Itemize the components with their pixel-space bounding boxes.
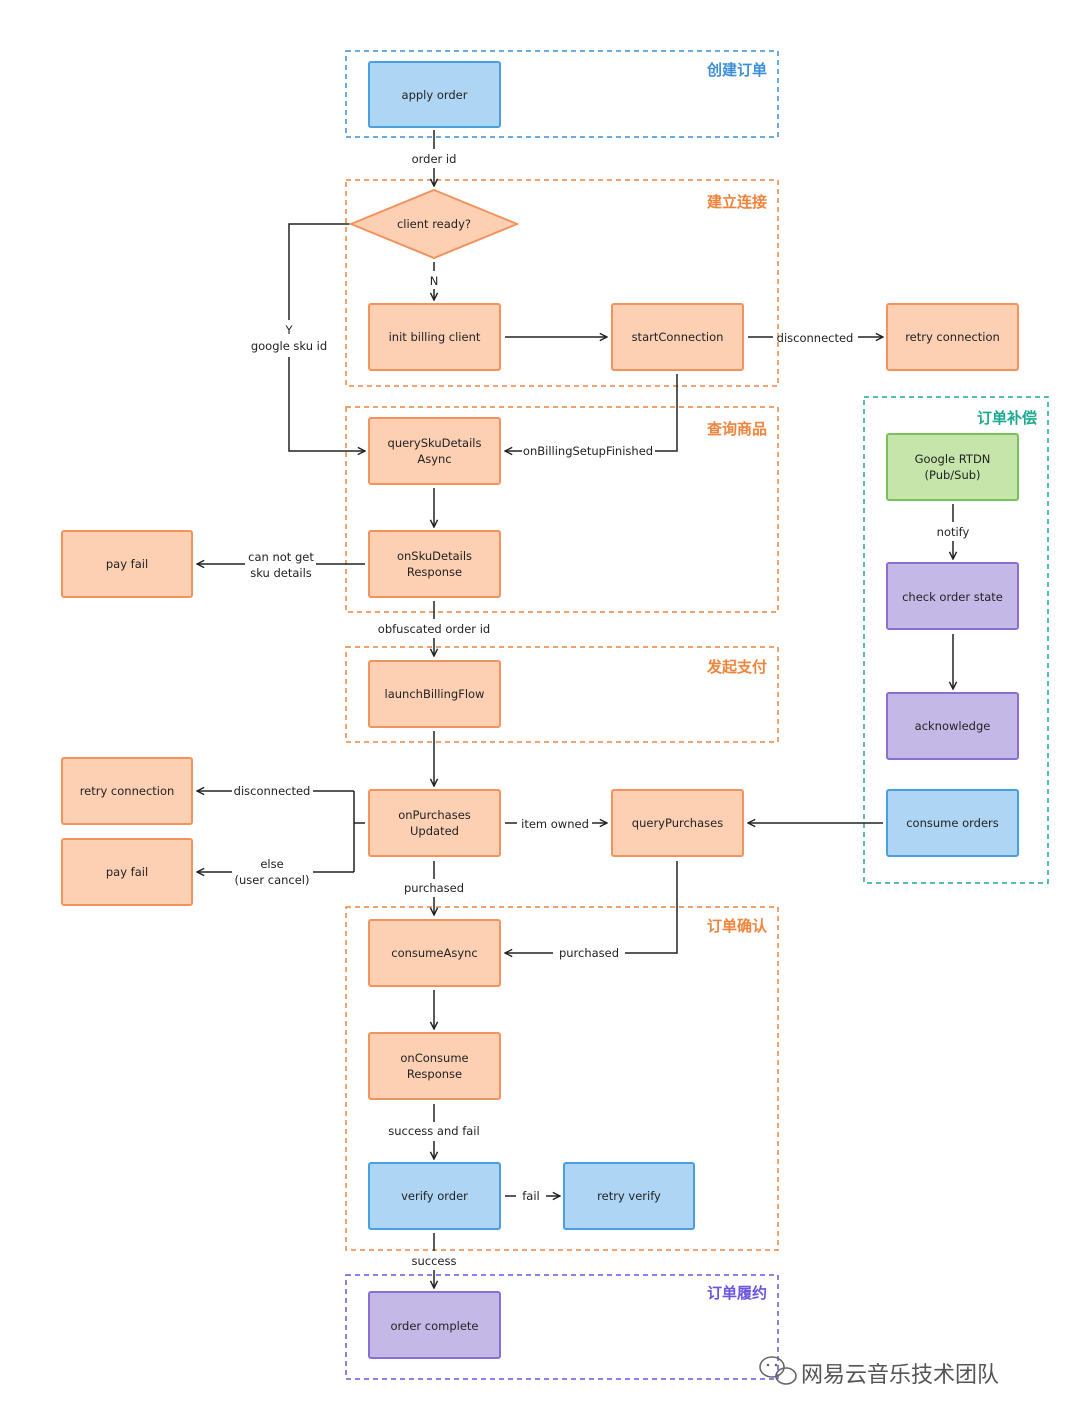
edge-querypurchases-to-consume-a <box>625 861 678 954</box>
edges <box>197 130 953 1288</box>
group-pay: 发起支付 <box>345 646 779 743</box>
node-label-acknowledge: acknowledge <box>915 719 991 733</box>
node-query-purchases[interactable]: queryPurchases <box>611 789 744 857</box>
node-verify-order[interactable]: verify order <box>368 1162 501 1230</box>
watermark-text: 网易云音乐技术团队 <box>801 1363 999 1388</box>
edge-label-google-sku-id: google sku id <box>251 339 327 353</box>
node-label-google-rtdn-2: (Pub/Sub) <box>924 468 980 482</box>
edge-label-item-owned: item owned <box>521 817 589 831</box>
node-label-query-sku-1: querySkuDetails <box>388 436 482 450</box>
node-label-on-sku-2: Response <box>407 565 462 579</box>
edge-label-fail: fail <box>522 1189 540 1203</box>
node-label-order-complete: order complete <box>390 1319 478 1333</box>
edge-label-order-id: order id <box>412 152 457 166</box>
node-label-on-purchases-1: onPurchases <box>398 808 471 822</box>
node-label-query-sku-2: Async <box>417 452 451 466</box>
group-title-query-product: 查询商品 <box>707 420 767 438</box>
node-apply-order[interactable]: apply order <box>368 61 501 128</box>
group-create-order: 创建订单 <box>345 50 779 138</box>
node-label-retry-verify: retry verify <box>597 1189 661 1203</box>
node-label-pay-fail-top: pay fail <box>106 557 148 571</box>
node-label-client-ready: client ready? <box>397 217 471 231</box>
edge-label-y: Y <box>284 323 293 337</box>
node-init-billing[interactable]: init billing client <box>368 303 501 371</box>
edge-label-success-and-fail: success and fail <box>388 1124 479 1138</box>
node-label-on-sku-1: onSkuDetails <box>397 549 472 563</box>
node-retry-connection-left[interactable]: retry connection <box>61 757 193 825</box>
node-label-query-purchases: queryPurchases <box>632 816 723 830</box>
group-title-connect: 建立连接 <box>707 193 767 211</box>
node-on-sku-details[interactable]: onSkuDetails Response <box>368 530 501 598</box>
node-order-complete[interactable]: order complete <box>368 1291 501 1359</box>
edge-label-purchased-2: purchased <box>559 946 619 960</box>
node-label-consume-orders: consume orders <box>906 816 999 830</box>
node-label-verify-order: verify order <box>401 1189 468 1203</box>
node-label-check-order-state: check order state <box>902 590 1003 604</box>
node-label-apply-order: apply order <box>402 88 468 102</box>
node-retry-verify[interactable]: retry verify <box>563 1162 695 1230</box>
node-label-on-consume-1: onConsume <box>400 1051 468 1065</box>
edge-labels: order id N Y google sku id disconnected … <box>234 152 970 1268</box>
group-confirm: 订单确认 <box>345 906 779 1251</box>
edge-label-else-2: (user cancel) <box>235 873 310 887</box>
node-label-launch-billing-flow: launchBillingFlow <box>385 687 485 701</box>
edge-start-to-query-a <box>655 374 678 452</box>
node-acknowledge[interactable]: acknowledge <box>886 692 1019 760</box>
group-title-compensate: 订单补偿 <box>977 409 1037 427</box>
node-label-google-rtdn-1: Google RTDN <box>915 452 991 466</box>
edge-label-notify: notify <box>937 525 970 539</box>
edge-label-success: success <box>412 1254 457 1268</box>
group-fulfill: 订单履约 <box>345 1274 779 1380</box>
node-start-connection[interactable]: startConnection <box>611 303 744 371</box>
edge-label-else-1: else <box>260 857 283 871</box>
group-query-product: 查询商品 <box>345 406 779 613</box>
node-label-retry-connection-left: retry connection <box>80 784 175 798</box>
group-title-fulfill: 订单履约 <box>707 1284 767 1302</box>
group-title-create-order: 创建订单 <box>706 61 767 79</box>
edge-label-on-billing-setup: onBillingSetupFinished <box>523 444 653 458</box>
node-retry-connection-top[interactable]: retry connection <box>886 303 1019 371</box>
node-label-on-purchases-2: Updated <box>410 824 459 838</box>
node-label-init-billing: init billing client <box>389 330 481 344</box>
edge-ready-to-query-a <box>288 223 350 320</box>
node-client-ready[interactable]: client ready? <box>348 188 520 260</box>
node-check-order-state[interactable]: check order state <box>886 562 1019 630</box>
node-label-start-connection: startConnection <box>632 330 724 344</box>
edge-label-disconnected-2: disconnected <box>234 784 311 798</box>
edge-label-disconnected-1: disconnected <box>777 331 854 345</box>
node-google-rtdn[interactable]: Google RTDN (Pub/Sub) <box>886 433 1019 501</box>
edge-label-n: N <box>430 274 439 288</box>
edge-label-purchased-1: purchased <box>404 881 464 895</box>
group-connect: 建立连接 <box>345 179 779 387</box>
edge-label-obfuscated: obfuscated order id <box>378 622 490 636</box>
edge-onpurchases-branch <box>353 791 365 872</box>
node-launch-billing-flow[interactable]: launchBillingFlow <box>368 660 501 728</box>
edge-ready-to-query-b <box>288 357 365 451</box>
node-label-retry-connection-top: retry connection <box>905 330 1000 344</box>
node-on-consume-response[interactable]: onConsume Response <box>368 1032 501 1100</box>
wechat-icon <box>759 1356 797 1385</box>
node-label-pay-fail-left: pay fail <box>106 865 148 879</box>
node-label-consume-async: consumeAsync <box>391 946 477 960</box>
group-title-confirm: 订单确认 <box>707 917 768 935</box>
node-consume-orders[interactable]: consume orders <box>886 789 1019 857</box>
node-on-purchases-updated[interactable]: onPurchases Updated <box>368 789 501 857</box>
edge-label-cannot-get-1: can not get <box>248 550 314 564</box>
edge-label-cannot-get-2: sku details <box>250 566 312 580</box>
group-title-pay: 发起支付 <box>706 658 767 676</box>
node-query-sku-details[interactable]: querySkuDetails Async <box>368 417 501 485</box>
node-pay-fail-top[interactable]: pay fail <box>61 530 193 598</box>
group-compensate: 订单补偿 <box>863 396 1049 884</box>
node-pay-fail-left[interactable]: pay fail <box>61 838 193 906</box>
node-consume-async[interactable]: consumeAsync <box>368 919 501 987</box>
watermark: 网易云音乐技术团队 <box>759 1356 999 1388</box>
node-label-on-consume-2: Response <box>407 1067 462 1081</box>
